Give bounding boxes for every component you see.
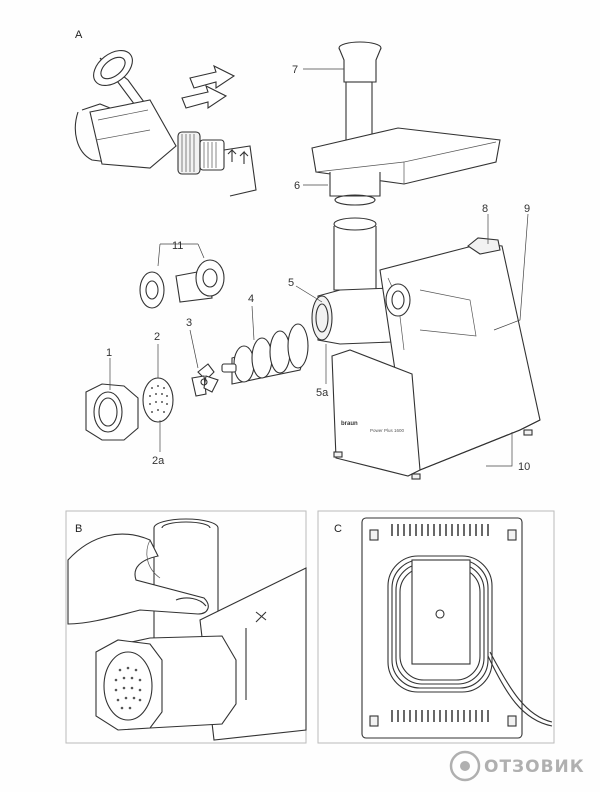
watermark: ОТЗОВИК [449,750,585,782]
exploded-view-illustration: braun Power Plus 1600 [85,41,541,480]
panel-c-frame [317,510,555,744]
cord-storage-illustration [361,517,553,739]
label-2a: 2a [152,455,165,467]
label-5: 5 [288,277,294,289]
watermark-text: ОТЗОВИК [484,757,585,777]
section-label-b: B [75,523,82,535]
label-7: 7 [292,64,298,76]
model-name: Power Plus 1600 [370,428,405,433]
label-11: 11 [172,240,183,252]
label-4: 4 [248,293,254,305]
label-6: 6 [294,180,300,192]
label-9: 9 [524,203,530,215]
leader-lines [109,68,529,467]
grinder-head-insert-illustration [67,518,307,741]
brand-logo: braun [341,421,358,427]
label-3: 3 [186,317,192,329]
section-label-a: A [75,29,83,41]
label-8: 8 [482,203,488,215]
label-5a: 5a [316,387,329,399]
watermark-logo-icon [449,750,481,782]
slicer-attachment-illustration [74,49,257,197]
section-label-c: C [334,523,342,535]
label-10: 10 [518,461,530,473]
label-2: 2 [154,331,160,343]
label-1: 1 [106,347,112,359]
